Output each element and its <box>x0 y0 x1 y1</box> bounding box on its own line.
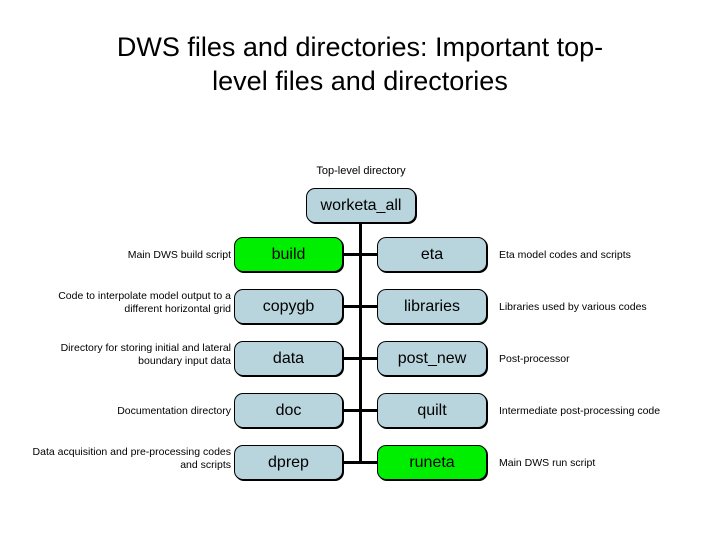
tree-trunk-line <box>359 223 362 464</box>
node-libraries[interactable]: libraries <box>377 289 487 324</box>
node-runeta[interactable]: runeta <box>377 445 487 480</box>
node-doc[interactable]: doc <box>234 393 343 428</box>
description-right-libraries: Libraries used by various codes <box>499 301 647 313</box>
branch-line-right-4 <box>359 409 378 412</box>
branch-line-right-5 <box>359 461 378 464</box>
node-dprep[interactable]: dprep <box>234 445 343 480</box>
node-quilt[interactable]: quilt <box>377 393 487 428</box>
node-build[interactable]: build <box>234 237 343 272</box>
description-right-eta: Eta model codes and scripts <box>499 249 631 261</box>
root-caption: Top-level directory <box>316 165 406 177</box>
branch-line-left-4 <box>343 409 360 412</box>
node-eta[interactable]: eta <box>377 237 487 272</box>
page-title-line-1: DWS files and directories: Important top… <box>116 32 604 62</box>
description-left-dprep: Data acquisition and pre-processing code… <box>32 446 231 471</box>
node-data[interactable]: data <box>234 341 343 376</box>
description-left-doc: Documentation directory <box>117 405 231 417</box>
description-right-post-new: Post-processor <box>499 353 570 365</box>
node-post-new[interactable]: post_new <box>377 341 487 376</box>
node-copygb[interactable]: copygb <box>234 289 343 324</box>
node-worketa-all[interactable]: worketa_all <box>306 188 416 223</box>
branch-line-right-1 <box>359 253 378 256</box>
page-title: DWS files and directories: Important top… <box>40 30 680 98</box>
branch-line-right-3 <box>359 357 378 360</box>
description-left-data: Directory for storing initial and latera… <box>60 342 231 367</box>
description-right-runeta: Main DWS run script <box>499 457 596 469</box>
branch-line-right-2 <box>359 305 378 308</box>
page-title-line-2: level files and directories <box>212 66 508 96</box>
branch-line-left-5 <box>343 461 360 464</box>
description-left-copygb: Code to interpolate model output to a di… <box>58 290 231 315</box>
description-left-build: Main DWS build script <box>127 249 231 261</box>
description-right-quilt: Intermediate post-processing code <box>499 405 661 417</box>
branch-line-left-3 <box>343 357 360 360</box>
branch-line-left-2 <box>343 305 360 308</box>
branch-line-left-1 <box>343 253 360 256</box>
